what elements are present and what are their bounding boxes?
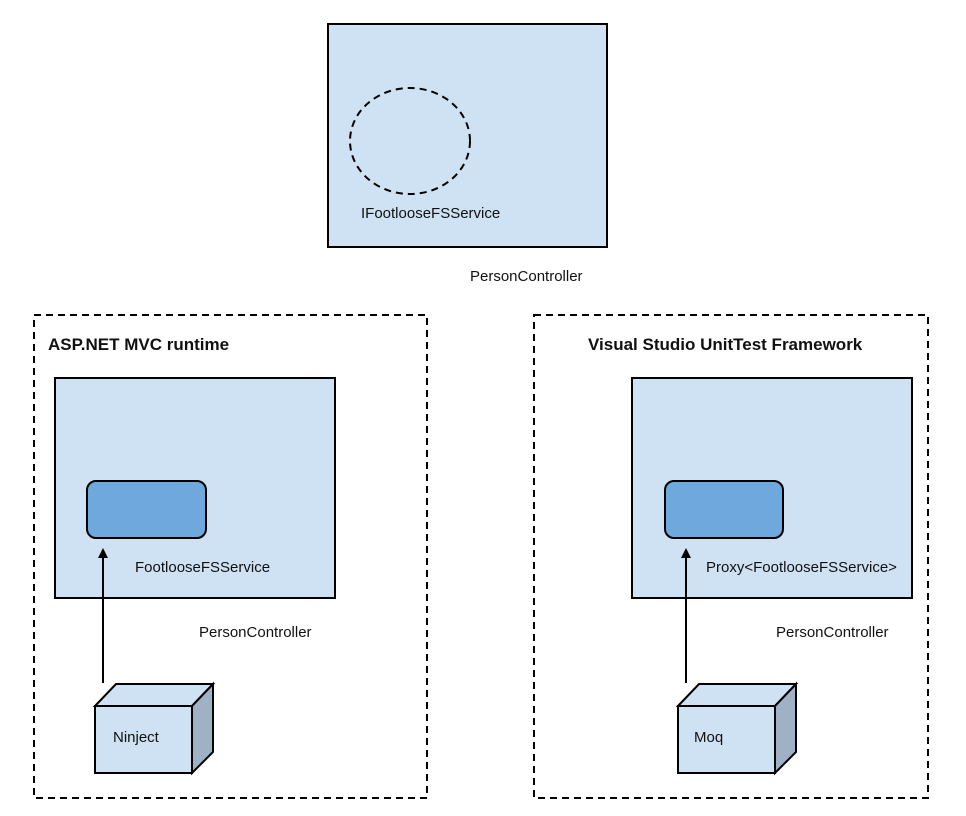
left-service-box bbox=[86, 480, 207, 539]
ninject-label: Ninject bbox=[113, 729, 160, 746]
interface-slot-circle bbox=[349, 87, 471, 195]
right-test-frame bbox=[533, 314, 929, 799]
left-runtime-frame bbox=[33, 314, 428, 799]
top-controller-group: IFootlooseFSService PersonController bbox=[327, 23, 608, 285]
right-service-label: Proxy<FootlooseFSService> bbox=[706, 559, 897, 576]
left-frame-group: ASP.NET MVC runtime FootlooseFSService P… bbox=[33, 314, 428, 799]
top-controller-label: PersonController bbox=[470, 268, 583, 285]
left-controller-label: PersonController bbox=[199, 624, 312, 641]
moq-cube bbox=[675, 681, 799, 776]
left-frame-title: ASP.NET MVC runtime bbox=[48, 335, 229, 354]
right-frame-title: Visual Studio UnitTest Framework bbox=[588, 335, 863, 354]
top-controller-box bbox=[327, 23, 608, 248]
right-controller-label: PersonController bbox=[776, 624, 889, 641]
right-frame-group: Visual Studio UnitTest Framework Proxy<F… bbox=[533, 314, 929, 799]
interface-label: IFootlooseFSService bbox=[361, 205, 500, 222]
moq-label: Moq bbox=[694, 729, 723, 746]
left-service-label: FootlooseFSService bbox=[135, 559, 270, 576]
right-service-box bbox=[664, 480, 784, 539]
ninject-cube bbox=[92, 681, 216, 776]
